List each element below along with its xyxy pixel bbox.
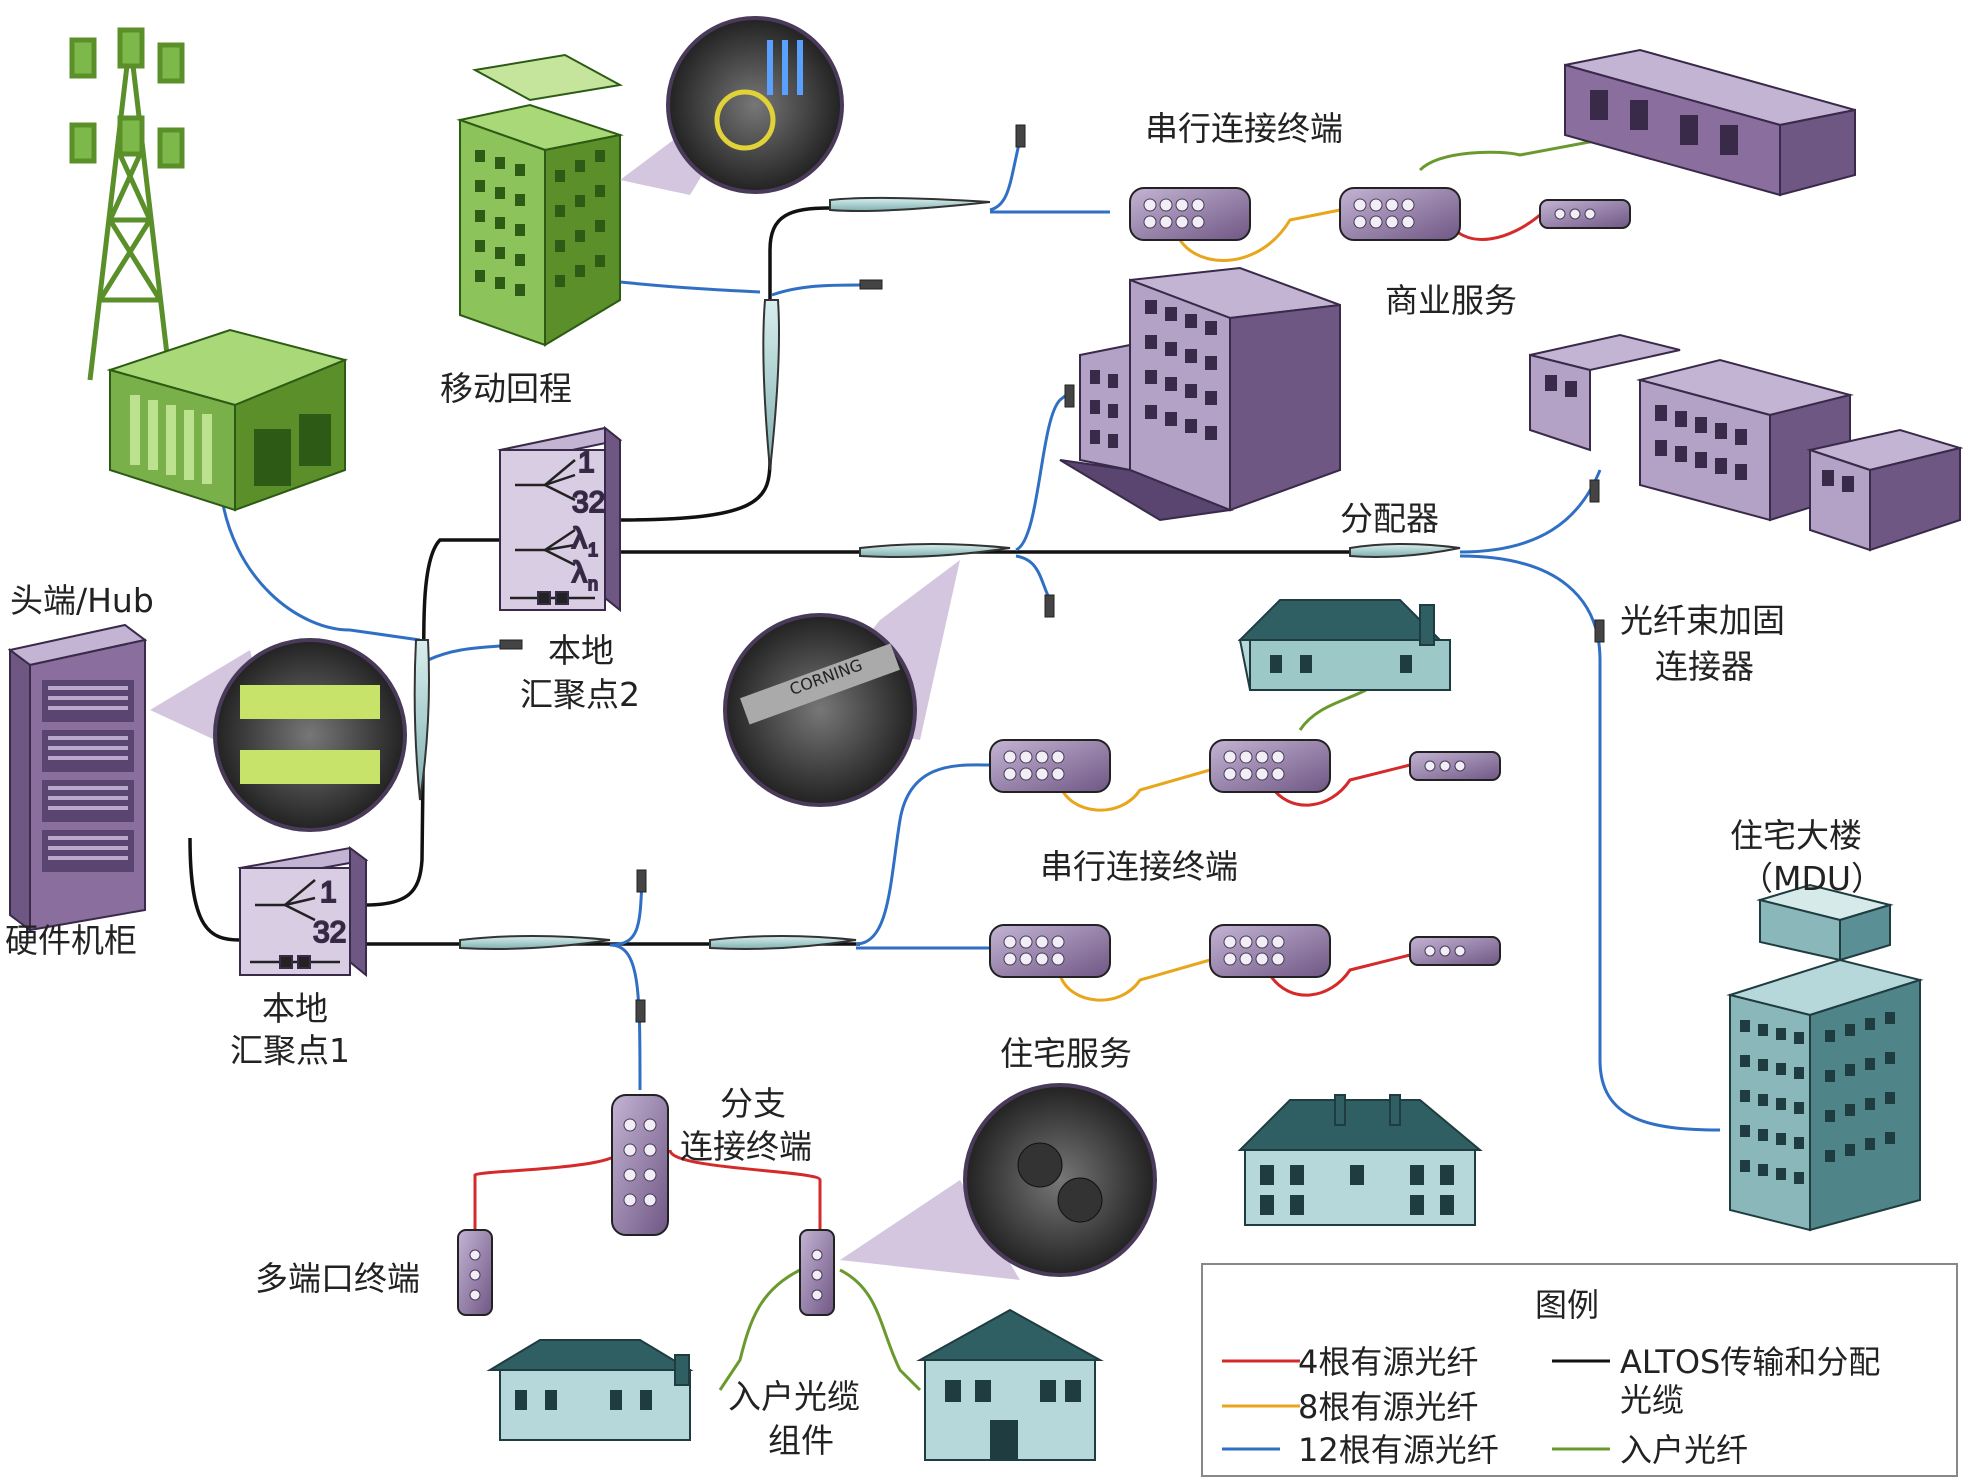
fiber4-cables bbox=[473, 213, 1541, 1230]
label-headend-hub: 头端/Hub bbox=[10, 581, 154, 620]
closure-vertical-mobile bbox=[762, 299, 780, 471]
terminal-mid-1 bbox=[989, 739, 1111, 793]
hardware-rack-icon bbox=[7, 623, 148, 932]
agg2-lambda-n-sub: n bbox=[588, 574, 598, 594]
legend: 图例 4根有源光纤 8根有源光纤 12根有源光纤 ALTOS传输和分配 光缆 入… bbox=[1201, 1263, 1958, 1477]
closure-vertical-hub bbox=[413, 639, 430, 801]
cell-tower-icon bbox=[69, 27, 185, 381]
photo-inset-closure: CORNING bbox=[723, 560, 960, 807]
plug-commercial bbox=[1064, 384, 1075, 408]
label-fiber-bundle-line1: 光纤束加固 bbox=[1620, 601, 1785, 640]
legend-title: 图例 bbox=[1535, 1286, 1599, 1324]
label-serial-terminal-mid: 串行连接终端 bbox=[1040, 847, 1238, 886]
label-business-services: 商业服务 bbox=[1385, 281, 1517, 320]
agg2-lambda-n: λ bbox=[572, 556, 587, 589]
terminal-mid-2 bbox=[1209, 739, 1331, 793]
agg2-lambda-1-sub: 1 bbox=[588, 540, 598, 560]
photo-inset-patch-panel bbox=[150, 638, 407, 832]
legend-label-fiber8: 8根有源光纤 bbox=[1298, 1388, 1478, 1426]
photo-inset-splice-tray bbox=[620, 16, 844, 195]
label-local-agg1-line1: 本地 bbox=[262, 989, 328, 1028]
plug-agg2-down bbox=[1044, 594, 1055, 618]
house-top-icon bbox=[1237, 599, 1452, 691]
office-building-icon bbox=[1059, 266, 1341, 522]
label-local-agg2-line1: 本地 bbox=[548, 631, 614, 670]
closures bbox=[413, 196, 1461, 950]
plug-mdu-up bbox=[1594, 619, 1605, 643]
connector-plugs bbox=[499, 124, 1605, 1023]
branch-terminal bbox=[611, 1094, 669, 1236]
label-mdu-line2: （MDU） bbox=[1740, 859, 1884, 898]
agg2-port-32: 32 bbox=[572, 486, 605, 519]
label-local-agg1-line2: 汇聚点1 bbox=[230, 1031, 350, 1070]
label-branch-line2: 连接终端 bbox=[680, 1127, 812, 1166]
label-drop-line2: 组件 bbox=[768, 1421, 834, 1460]
house-bottom-right-icon bbox=[916, 1308, 1104, 1461]
legend-label-fiber4: 4根有源光纤 bbox=[1298, 1343, 1478, 1381]
campus-building-icon bbox=[1529, 333, 1963, 552]
commercial-building-icon bbox=[1564, 48, 1856, 197]
legend-label-fiber12: 12根有源光纤 bbox=[1298, 1431, 1499, 1469]
label-local-agg2-line2: 汇聚点2 bbox=[520, 675, 640, 714]
legend-label-drop: 入户光纤 bbox=[1620, 1431, 1748, 1469]
label-fiber-bundle-line2: 连接器 bbox=[1655, 647, 1754, 686]
closure-agg2-trunk bbox=[859, 543, 1011, 558]
label-mdu-line1: 住宅大楼 bbox=[1730, 816, 1862, 855]
equipment-shelter-icon bbox=[106, 328, 349, 512]
label-branch-line1: 分支 bbox=[720, 1084, 786, 1123]
label-drop-line1: 入户光缆 bbox=[728, 1377, 860, 1416]
mdu-building-icon bbox=[1726, 883, 1924, 1232]
closure-lower-1 bbox=[459, 935, 611, 950]
photo-inset-drop-assembly bbox=[840, 1083, 1157, 1280]
legend-label-altos: ALTOS传输和分配 bbox=[1620, 1343, 1880, 1381]
green-office-building-icon bbox=[456, 53, 624, 347]
legend-box bbox=[1201, 1263, 1958, 1477]
fiber8-cables bbox=[1058, 208, 1341, 1002]
diagram-labels: 头端/Hub 硬件机柜 移动回程 本地 汇聚点2 本地 汇聚点1 串行连接终端 … bbox=[5, 109, 1884, 1460]
label-residential-services: 住宅服务 bbox=[1000, 1034, 1132, 1073]
plug-mobile-top bbox=[1015, 124, 1026, 148]
label-mobile-backhaul: 移动回程 bbox=[440, 369, 572, 408]
agg1-port-32: 32 bbox=[313, 916, 346, 949]
terminal-low-1 bbox=[989, 924, 1111, 978]
closure-mobile-top bbox=[829, 196, 991, 212]
terminal-low-2 bbox=[1209, 924, 1331, 978]
agg1-port-1: 1 bbox=[320, 876, 337, 909]
legend-label-altos-line2: 光缆 bbox=[1620, 1381, 1684, 1419]
closure-splitter bbox=[1349, 543, 1461, 558]
terminal-top-2 bbox=[1339, 187, 1461, 241]
plug-campus bbox=[1589, 479, 1600, 503]
label-serial-terminal-top: 串行连接终端 bbox=[1145, 109, 1343, 148]
label-multiport-terminal: 多端口终端 bbox=[255, 1259, 420, 1298]
house-mid-icon bbox=[1237, 1094, 1483, 1226]
plug-mobile-mid bbox=[859, 279, 883, 290]
agg2-lambda-1: λ bbox=[572, 522, 587, 555]
label-hardware-cabinet: 硬件机柜 bbox=[5, 921, 137, 960]
terminal-ports bbox=[469, 198, 1596, 1301]
label-splitter: 分配器 bbox=[1340, 499, 1439, 538]
local-aggregation-1-box: 1 32 bbox=[237, 846, 369, 978]
plug-hub-branch bbox=[499, 639, 523, 650]
closure-lower-2 bbox=[709, 935, 857, 950]
local-aggregation-2-box: 1 32 λ 1 λ n bbox=[497, 425, 623, 613]
plug-lower-down bbox=[635, 999, 646, 1023]
plug-lower-up bbox=[636, 869, 647, 893]
terminal-top-1 bbox=[1129, 187, 1251, 241]
agg2-port-1: 1 bbox=[578, 446, 595, 479]
house-bottom-left-icon bbox=[486, 1339, 694, 1441]
